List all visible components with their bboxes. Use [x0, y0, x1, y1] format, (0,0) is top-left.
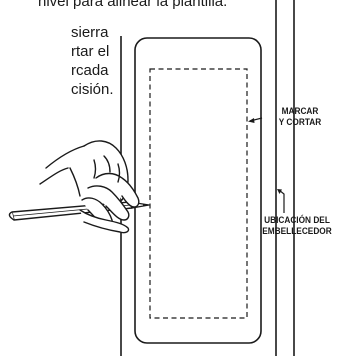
instruction-line-3: rtar el: [71, 43, 110, 60]
hand-icon: [39, 140, 140, 234]
trim-location-line-1: UBICACIÓN DEL: [264, 215, 330, 225]
mark-cut-arrowhead: [248, 118, 255, 123]
instruction-line-1: nivel para alinear la plantilla.: [38, 0, 228, 10]
instruction-line-2: sierra: [71, 24, 109, 41]
dashed-cut-line: [149, 68, 248, 319]
mark-and-cut-label: MARCAR Y CORTAR: [261, 106, 338, 128]
template-outline: [134, 37, 262, 344]
mark-and-cut-line-2: Y CORTAR: [278, 117, 322, 127]
trim-location-label: UBICACIÓN DEL EMBELLECEDOR: [256, 215, 339, 237]
instruction-line-4: rcada: [71, 62, 109, 79]
trim-location-arrowhead: [277, 189, 282, 194]
trim-location-line-2: EMBELLECEDOR: [262, 226, 332, 236]
mark-and-cut-line-1: MARCAR: [281, 106, 319, 116]
instruction-line-5: cisión.: [71, 81, 114, 98]
